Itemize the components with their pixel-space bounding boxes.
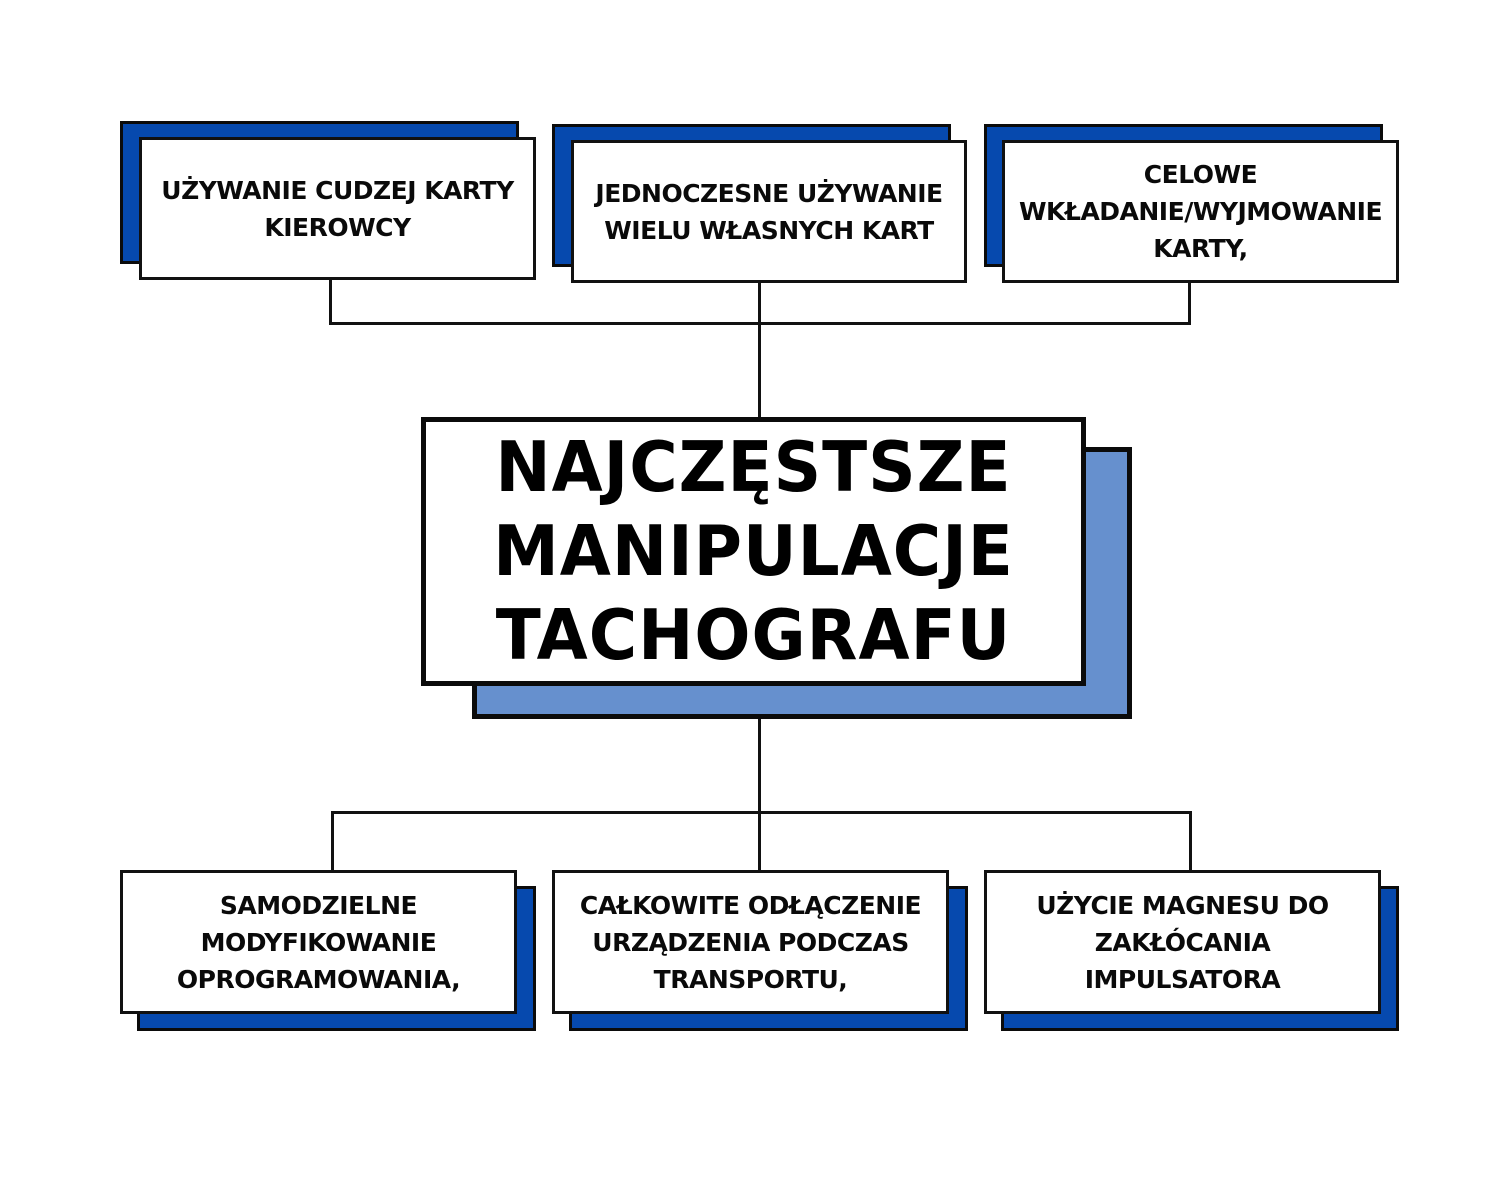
- bottom-card-2-label: CAŁKOWITE ODŁĄCZENIE URZĄDZENIA PODCZAS …: [579, 890, 922, 994]
- connector-top-left-vertical: [329, 279, 332, 325]
- bottom-card-1-label: SAMODZIELNE MODYFIKOWANIE OPROGRAMOWANIA…: [176, 890, 461, 994]
- top-card-3: CELOWE WKŁADANIE/WYJMOWANIE KARTY,: [1002, 140, 1399, 283]
- bottom-card-2: CAŁKOWITE ODŁĄCZENIE URZĄDZENIA PODCZAS …: [552, 870, 949, 1014]
- connector-bottom-left-vertical: [331, 811, 334, 872]
- connector-bottom-horizontal: [331, 811, 1192, 814]
- bottom-card-1: SAMODZIELNE MODYFIKOWANIE OPROGRAMOWANIA…: [120, 870, 517, 1014]
- center-card: NAJCZĘSTSZE MANIPULACJE TACHOGRAFU: [421, 417, 1086, 686]
- top-card-2-label: JEDNOCZESNE UŻYWANIE WIELU WŁASNYCH KART: [595, 178, 943, 245]
- diagram-title: NAJCZĘSTSZE MANIPULACJE TACHOGRAFU: [493, 426, 1014, 676]
- connector-top-right-vertical: [1188, 282, 1191, 325]
- bottom-card-3-label: UŻYCIE MAGNESU DO ZAKŁÓCANIA IMPULSATORA: [1036, 890, 1329, 994]
- connector-bottom-right-vertical: [1189, 811, 1192, 872]
- top-card-2: JEDNOCZESNE UŻYWANIE WIELU WŁASNYCH KART: [571, 140, 967, 283]
- bottom-card-3: UŻYCIE MAGNESU DO ZAKŁÓCANIA IMPULSATORA: [984, 870, 1381, 1014]
- top-card-1-label: UŻYWANIE CUDZEJ KARTY KIEROWCY: [161, 175, 514, 242]
- top-card-1: UŻYWANIE CUDZEJ KARTY KIEROWCY: [139, 137, 536, 280]
- connector-top-center-vertical: [758, 282, 761, 420]
- connector-bottom-center-vertical: [758, 716, 761, 872]
- top-card-3-label: CELOWE WKŁADANIE/WYJMOWANIE KARTY,: [1018, 160, 1383, 263]
